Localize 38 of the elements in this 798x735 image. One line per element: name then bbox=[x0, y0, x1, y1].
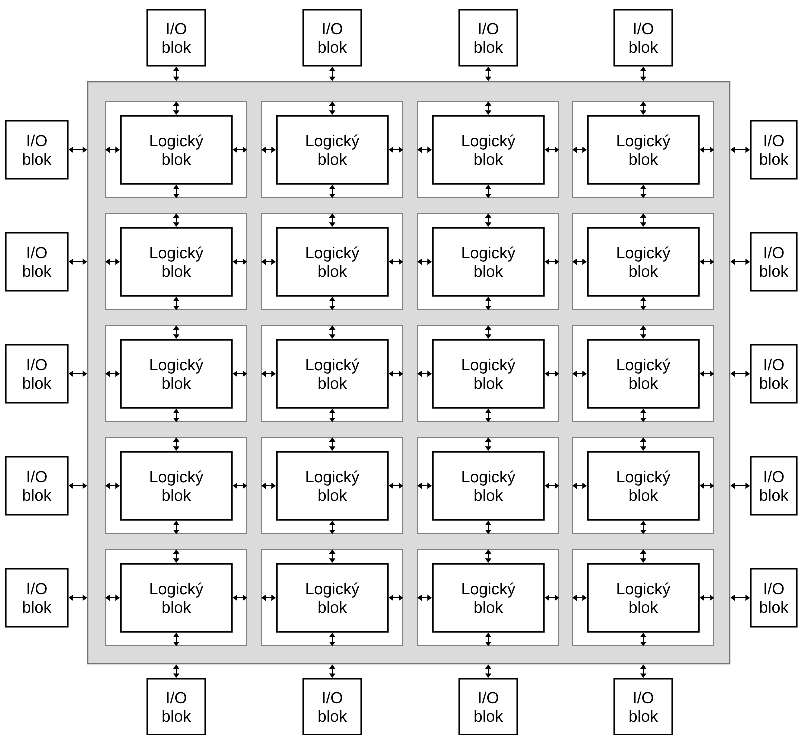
logic-block: Logický blok bbox=[120, 563, 233, 633]
logic-block: Logický blok bbox=[587, 115, 700, 185]
io-block: I/O blok bbox=[750, 456, 798, 516]
logic-block: Logický blok bbox=[432, 339, 545, 409]
logic-block: Logický blok bbox=[587, 339, 700, 409]
io-block: I/O blok bbox=[458, 9, 518, 67]
logic-block: Logický blok bbox=[587, 451, 700, 521]
io-block: I/O blok bbox=[750, 568, 798, 628]
io-block: I/O blok bbox=[750, 344, 798, 404]
logic-block: Logický blok bbox=[120, 115, 233, 185]
io-block: I/O blok bbox=[5, 456, 69, 516]
logic-block: Logický blok bbox=[120, 339, 233, 409]
io-block: I/O blok bbox=[614, 9, 674, 67]
logic-block: Logický blok bbox=[432, 563, 545, 633]
logic-block: Logický blok bbox=[120, 451, 233, 521]
io-block: I/O blok bbox=[5, 232, 69, 292]
logic-block: Logický blok bbox=[120, 227, 233, 297]
io-block: I/O blok bbox=[302, 9, 362, 67]
io-block: I/O blok bbox=[5, 344, 69, 404]
logic-block: Logický blok bbox=[587, 227, 700, 297]
io-block: I/O blok bbox=[750, 232, 798, 292]
io-block: I/O blok bbox=[458, 678, 518, 735]
io-block: I/O blok bbox=[614, 678, 674, 735]
io-block: I/O blok bbox=[750, 120, 798, 180]
io-block: I/O blok bbox=[302, 678, 362, 735]
logic-block: Logický blok bbox=[276, 451, 389, 521]
io-block: I/O blok bbox=[146, 678, 206, 735]
logic-block: Logický blok bbox=[432, 227, 545, 297]
logic-block: Logický blok bbox=[276, 227, 389, 297]
logic-block: Logický blok bbox=[276, 115, 389, 185]
io-block: I/O blok bbox=[5, 568, 69, 628]
logic-block: Logický blok bbox=[276, 339, 389, 409]
logic-block: Logický blok bbox=[276, 563, 389, 633]
logic-block: Logický blok bbox=[587, 563, 700, 633]
logic-block: Logický blok bbox=[432, 451, 545, 521]
logic-block: Logický blok bbox=[432, 115, 545, 185]
io-block: I/O blok bbox=[5, 120, 69, 180]
io-block: I/O blok bbox=[146, 9, 206, 67]
